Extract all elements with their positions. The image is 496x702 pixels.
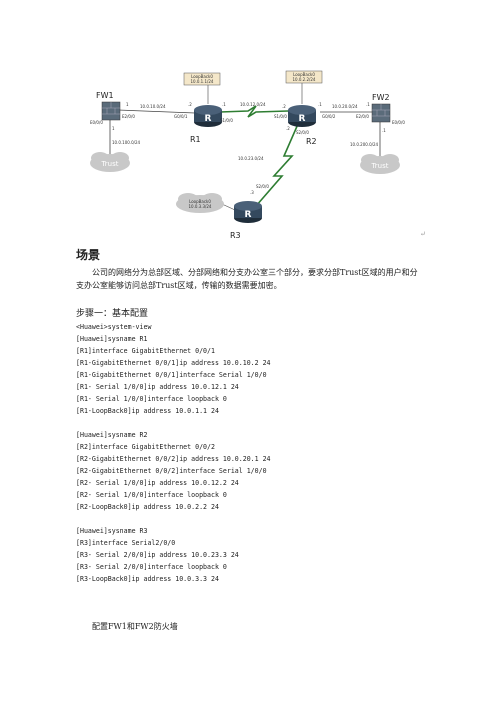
r3-label: R3 (230, 231, 241, 240)
host-fw2-e000: .1 (382, 128, 386, 133)
router-r3-icon: R (234, 201, 262, 223)
router-r2-glyph: R (299, 114, 306, 124)
step-title: 步骤一：基本配置 (76, 309, 149, 319)
host-r2-s100: .2 (282, 104, 286, 109)
trust-cloud-left: Trust (90, 152, 130, 172)
link-r3-loopback (221, 203, 236, 211)
router-r1-glyph: R (205, 114, 212, 124)
code-line: [R3- Serial 2/0/0]ip address 10.0.23.3 2… (76, 551, 239, 559)
code-line: [R2]interface GigabitEthernet 0/0/2 (76, 443, 215, 451)
host-r1-s100: .1 (222, 102, 226, 107)
port-fw1-e200: E2/0/0 (122, 114, 135, 119)
code-line: [R1-GigabitEthernet 0/0/1]interface Seri… (76, 371, 267, 379)
port-r2-s100: S1/0/0 (274, 114, 287, 119)
code-line: [Huawei]sysname R2 (76, 431, 148, 439)
host-r2-s200: .2 (286, 126, 290, 131)
loopback-r2-name: LoopBack0 (293, 72, 315, 77)
net-r1-r2: 10.0.12.0/24 (240, 102, 266, 107)
link-fw1-r1 (117, 109, 196, 114)
router-r2-icon: R (288, 105, 316, 127)
trust-label-right: Trust (371, 162, 389, 170)
loopback-r3-name: LoopBack0 (189, 199, 211, 204)
loopback-r2-ip: 10.0.2.2/24 (293, 77, 316, 82)
router-r1-icon: R (194, 105, 222, 127)
loopback-box-r1: LoopBack0 10.0.1.1/24 (183, 72, 221, 86)
config-code-block: <Huawei>system-view [Huawei]sysname R1 [R1… (76, 321, 271, 585)
code-line: [R3- Serial 2/0/0]interface loopback 0 (76, 563, 227, 571)
code-line (76, 417, 271, 429)
code-line: [R1- Serial 1/0/0]ip address 10.0.12.1 2… (76, 383, 239, 391)
host-r3-s200: .3 (250, 190, 254, 195)
fw1-label: FW1 (96, 91, 114, 100)
code-line: [R1- Serial 1/0/0]interface loopback 0 (76, 395, 227, 403)
code-line: [R2- Serial 1/0/0]interface loopback 0 (76, 491, 227, 499)
code-line: [R2-GigabitEthernet 0/0/2]ip address 10.… (76, 455, 271, 463)
serial-link-r1-r2 (219, 105, 289, 118)
paragraph-mark: ↵ (420, 230, 426, 238)
firewall-fw2-icon (371, 103, 391, 123)
firewall-fw1-icon (101, 101, 121, 121)
net-fw2-trust: 10.0.200.0/24 (350, 142, 379, 147)
code-line: [Huawei]sysname R1 (76, 335, 148, 343)
r1-label: R1 (190, 135, 201, 144)
port-r1-s100: S1/0/0 (220, 118, 233, 123)
r2-label: R2 (306, 137, 317, 146)
code-line: <Huawei>system-view (76, 323, 152, 331)
host-fw2-e200: .1 (366, 102, 370, 107)
code-line: [Huawei]sysname R3 (76, 527, 148, 535)
footer-text: 配置FW1和FW2防火墙 (92, 622, 178, 631)
scene-heading: 场景 (76, 248, 101, 262)
net-fw1-r1: 10.0.10.0/24 (140, 104, 166, 109)
port-r2-s200: S2/0/0 (296, 130, 309, 135)
code-line: [R2-LoopBack0]ip address 10.0.2.2 24 (76, 503, 219, 511)
scene-paragraph: 公司的网络分为总部区域、分部网络和分支办公室三个部分，要求分部Trust区域的用… (76, 268, 418, 290)
code-line: [R1-LoopBack0]ip address 10.0.1.1 24 (76, 407, 219, 415)
net-r2-fw2: 10.0.20.0/24 (332, 104, 358, 109)
code-line: [R2-GigabitEthernet 0/0/2]interface Seri… (76, 467, 267, 475)
loopback-r1-name: LoopBack0 (191, 74, 213, 79)
loopback-r1-ip: 10.0.1.1/24 (191, 79, 214, 84)
host-r1-g001: .2 (188, 102, 192, 107)
port-fw2-e000: E0/0/0 (392, 120, 405, 125)
port-fw1-e000: E0/0/0 (90, 120, 103, 125)
code-line: [R1-GigabitEthernet 0/0/1]ip address 10.… (76, 359, 271, 367)
trust-cloud-right: Trust (360, 154, 400, 174)
net-r2-r3: 10.0.23.0/24 (238, 156, 264, 161)
port-r1-g001: G0/0/1 (174, 114, 188, 119)
code-line: [R1]interface GigabitEthernet 0/0/1 (76, 347, 215, 355)
code-line (76, 513, 271, 525)
loopback-cloud-r3: LoopBack0 10.0.3.3/24 (176, 193, 224, 213)
port-r3-s200: S2/0/0 (256, 184, 269, 189)
router-r3-glyph: R (245, 210, 252, 220)
port-r2-g002: G0/0/2 (322, 114, 336, 119)
serial-link-r2-r3 (255, 123, 299, 207)
host-fw1-e200: 1 (126, 102, 129, 107)
loopback-box-r2: LoopBack0 10.0.2.2/24 (285, 70, 323, 84)
trust-label-left: Trust (101, 160, 119, 168)
network-topology-diagram: Trust Trust LoopBack0 10.0.3.3/24 LoopBa… (90, 70, 426, 240)
loopback-r3-ip: 10.0.3.3/24 (189, 204, 212, 209)
host-r2-g002: .1 (318, 102, 322, 107)
code-line: [R3]interface Serial2/0/0 (76, 539, 176, 547)
port-fw2-e200: E2/0/0 (356, 114, 369, 119)
code-line: [R2- Serial 1/0/0]ip address 10.0.12.2 2… (76, 479, 239, 487)
net-fw1-trust: 10.0.100.0/24 (112, 140, 141, 145)
code-line: [R3-LoopBack0]ip address 10.0.3.3 24 (76, 575, 219, 583)
fw2-label: FW2 (372, 93, 390, 102)
host-fw1-e000: 1 (112, 126, 115, 131)
